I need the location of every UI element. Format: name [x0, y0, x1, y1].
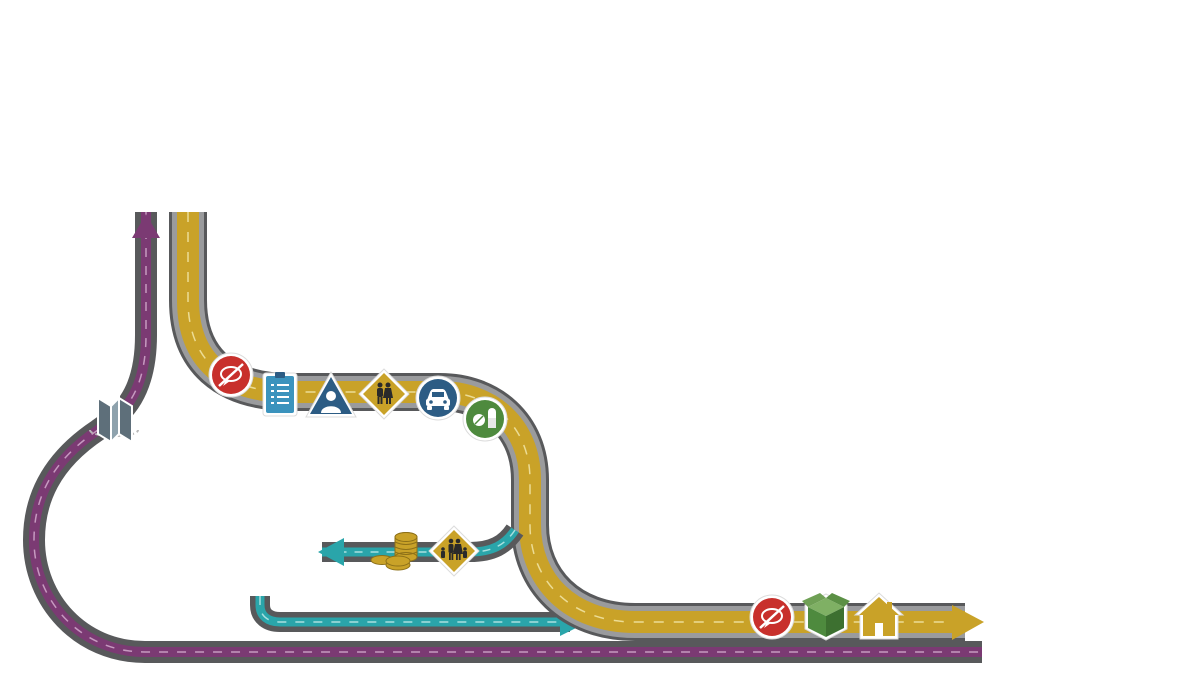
no-chat-icon	[208, 352, 254, 398]
person-triangle-icon	[305, 370, 357, 418]
teal-arrow-left	[318, 538, 344, 566]
gold-arrow-right	[952, 605, 984, 640]
house-icon	[853, 592, 905, 640]
family-sign-icon	[428, 525, 480, 577]
box-icon	[802, 593, 850, 641]
teal-route-lower	[250, 596, 588, 636]
couple-sign-icon	[358, 368, 410, 420]
purple-arrow-up	[132, 214, 160, 238]
purple-route	[22, 212, 982, 663]
no-chat-icon-end	[749, 594, 795, 640]
pills-icon	[462, 396, 508, 442]
map-icon	[89, 395, 139, 445]
clipboard-icon	[262, 372, 298, 417]
coins-icon	[370, 532, 418, 571]
car-icon	[415, 375, 461, 421]
gold-route	[169, 212, 984, 641]
